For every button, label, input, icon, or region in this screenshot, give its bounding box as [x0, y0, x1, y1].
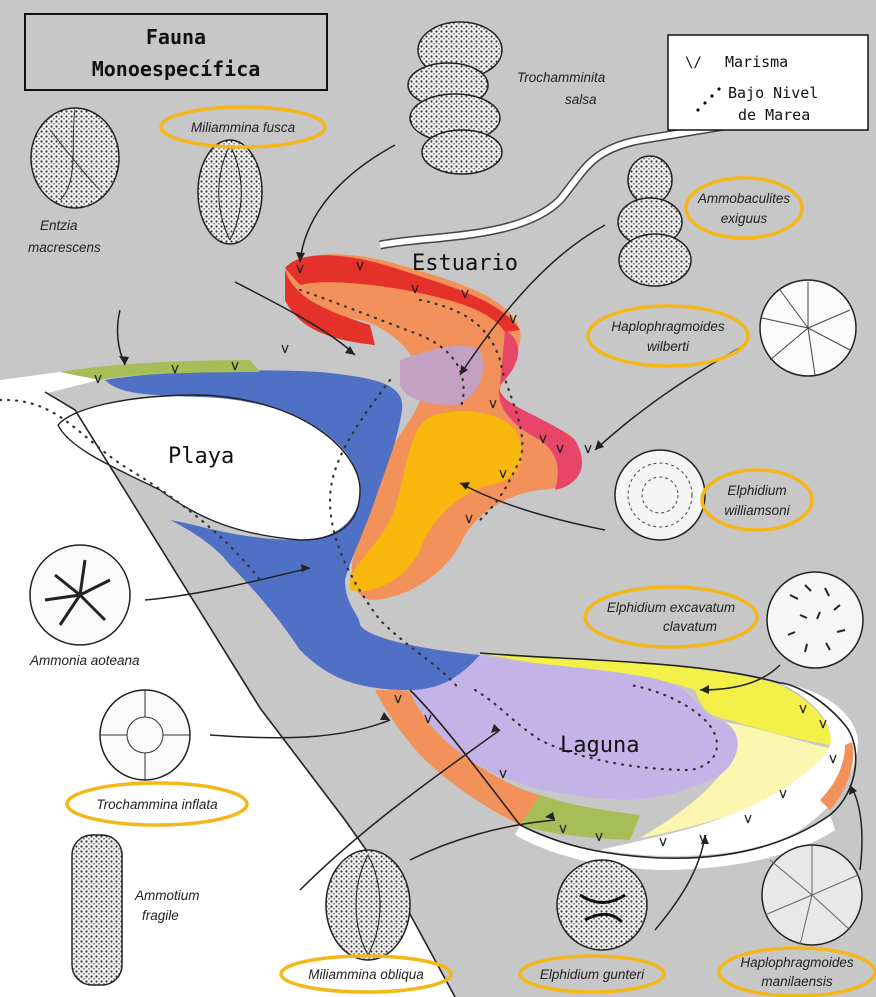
- title-line-2: Monoespecífica: [92, 57, 261, 81]
- elphidium-williamsoni-label-2: williamsoni: [724, 503, 790, 518]
- haplophragmoides-manilaensis-label-1: Haplophragmoides: [740, 955, 854, 970]
- elphidium-williamsoni-drawing: [615, 450, 705, 540]
- ammotium-fragile-drawing: [72, 835, 122, 985]
- entzia-label-2: macrescens: [28, 240, 101, 255]
- haplophragmoides-manilaensis-drawing: [762, 845, 862, 945]
- trochamminita-label-1: Trochamminita: [517, 70, 606, 85]
- marsh-legend-label: Marisma: [725, 53, 788, 71]
- elphidium-excavatum-label-1: Elphidium excavatum: [607, 600, 735, 615]
- beach-label: Playa: [168, 444, 234, 469]
- entzia-label-1: Entzia: [40, 218, 78, 233]
- haplophragmoides-manilaensis-label-2: manilaensis: [761, 974, 833, 989]
- miliammina-obliqua-drawing: [326, 850, 410, 960]
- ammobaculites-label-1: Ammobaculites: [697, 191, 791, 206]
- entzia-macrescens-drawing: [31, 108, 119, 208]
- trochammina-inflata-drawing: [100, 690, 190, 780]
- haplophragmoides-wilberti-drawing: [760, 280, 856, 376]
- miliammina-fusca-drawing: [198, 140, 262, 244]
- low-tide-legend-label-1: Bajo Nivel: [728, 84, 818, 102]
- lagoon-label: Laguna: [560, 733, 639, 758]
- title-line-1: Fauna: [146, 25, 206, 49]
- low-tide-legend-label-2: de Marea: [738, 106, 810, 124]
- trochammina-inflata-label: Trochammina inflata: [96, 797, 218, 812]
- haplophragmoides-wilberti-label-1: Haplophragmoides: [611, 319, 725, 334]
- elphidium-gunteri-label: Elphidium gunteri: [540, 967, 645, 982]
- trochamminita-label-2: salsa: [565, 92, 597, 107]
- ammonia-aoteana-drawing: [30, 545, 130, 645]
- ammotium-label-2: fragile: [142, 908, 179, 923]
- haplophragmoides-wilberti-label-2: wilberti: [647, 339, 690, 354]
- elphidium-williamsoni-label-1: Elphidium: [727, 483, 786, 498]
- elphidium-gunteri-drawing: [557, 860, 647, 950]
- miliammina-obliqua-label: Miliammina obliqua: [308, 967, 424, 982]
- marsh-legend-symbol: \/: [685, 55, 702, 71]
- ammotium-label-1: Ammotium: [134, 888, 200, 903]
- miliammina-fusca-label: Miliammina fusca: [191, 120, 296, 135]
- ammonia-aoteana-label: Ammonia aoteana: [29, 653, 140, 668]
- ammobaculites-label-2: exiguus: [721, 211, 768, 226]
- elphidium-excavatum-label-2: clavatum: [663, 619, 717, 634]
- estuary-label: Estuario: [412, 251, 518, 276]
- elphidium-excavatum-drawing: [767, 572, 863, 668]
